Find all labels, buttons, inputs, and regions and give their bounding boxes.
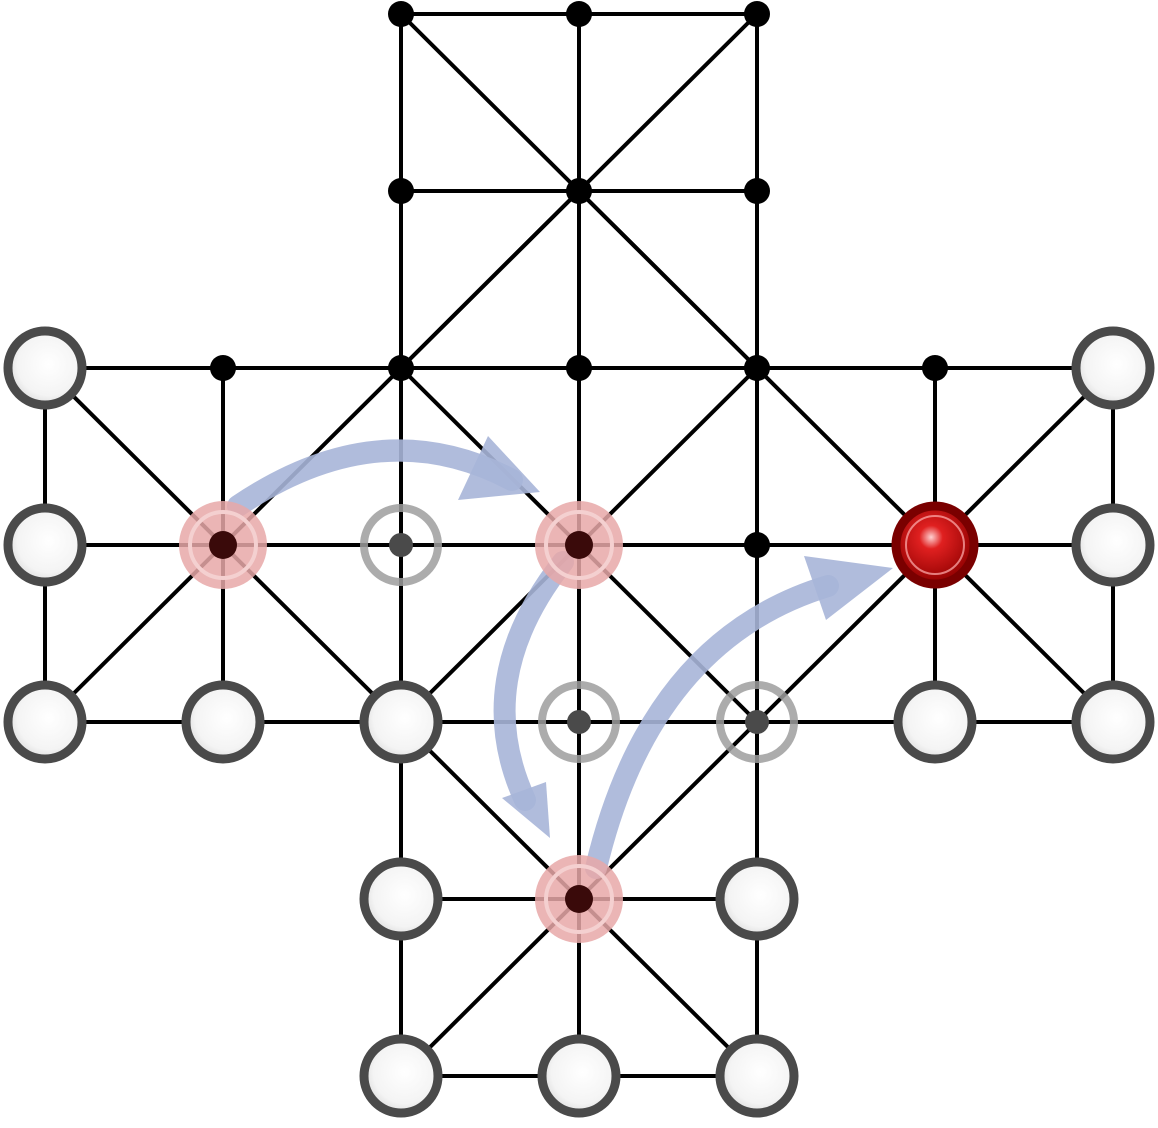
white-piece bbox=[715, 1034, 799, 1118]
active-red-piece bbox=[891, 501, 979, 589]
path-point-dot bbox=[209, 531, 237, 559]
path-point-dot bbox=[565, 885, 593, 913]
empty-point-dot bbox=[566, 1, 592, 27]
captured-piece-ring bbox=[538, 681, 620, 763]
jump-arrow-head bbox=[458, 436, 540, 500]
empty-point-dot bbox=[388, 1, 414, 27]
path-point-ring bbox=[544, 864, 614, 934]
captured-piece-dot bbox=[567, 710, 591, 734]
empty-point-dot bbox=[744, 178, 770, 204]
empty-point-dot bbox=[744, 532, 770, 558]
empty-point-dot bbox=[744, 355, 770, 381]
captured-piece-dot bbox=[745, 710, 769, 734]
white-piece bbox=[537, 1034, 621, 1118]
empty-point-dot bbox=[210, 355, 236, 381]
white-piece bbox=[359, 857, 443, 941]
white-piece bbox=[1071, 503, 1155, 587]
board-pieces bbox=[3, 326, 1155, 1118]
captured-piece-ring bbox=[716, 681, 798, 763]
captured-piece-ring bbox=[360, 504, 442, 586]
active-red-piece-highlight bbox=[905, 515, 965, 575]
empty-point-dot bbox=[922, 355, 948, 381]
board-points bbox=[210, 1, 948, 558]
captured-piece-dot bbox=[389, 533, 413, 557]
empty-point-dot bbox=[744, 1, 770, 27]
empty-point-dot bbox=[566, 178, 592, 204]
empty-point-dot bbox=[388, 178, 414, 204]
white-piece bbox=[1071, 680, 1155, 764]
white-piece bbox=[893, 680, 977, 764]
jump-arrow-head bbox=[804, 556, 893, 620]
white-piece bbox=[3, 503, 87, 587]
white-piece bbox=[715, 857, 799, 941]
white-piece bbox=[181, 680, 265, 764]
empty-point-dot bbox=[566, 355, 592, 381]
empty-point-dot bbox=[388, 355, 414, 381]
jump-arrows bbox=[227, 436, 893, 879]
white-piece bbox=[3, 680, 87, 764]
path-point-ring bbox=[544, 510, 614, 580]
path-point-ring bbox=[188, 510, 258, 580]
jump-arrow bbox=[585, 575, 839, 879]
jump-arrow bbox=[493, 551, 574, 811]
board-line bbox=[577, 189, 759, 370]
white-piece bbox=[359, 1034, 443, 1118]
white-piece bbox=[1071, 326, 1155, 410]
white-piece bbox=[359, 680, 443, 764]
jump-arrow-head bbox=[502, 782, 550, 838]
path-point-dot bbox=[565, 531, 593, 559]
board-line bbox=[399, 189, 581, 370]
white-piece bbox=[3, 326, 87, 410]
